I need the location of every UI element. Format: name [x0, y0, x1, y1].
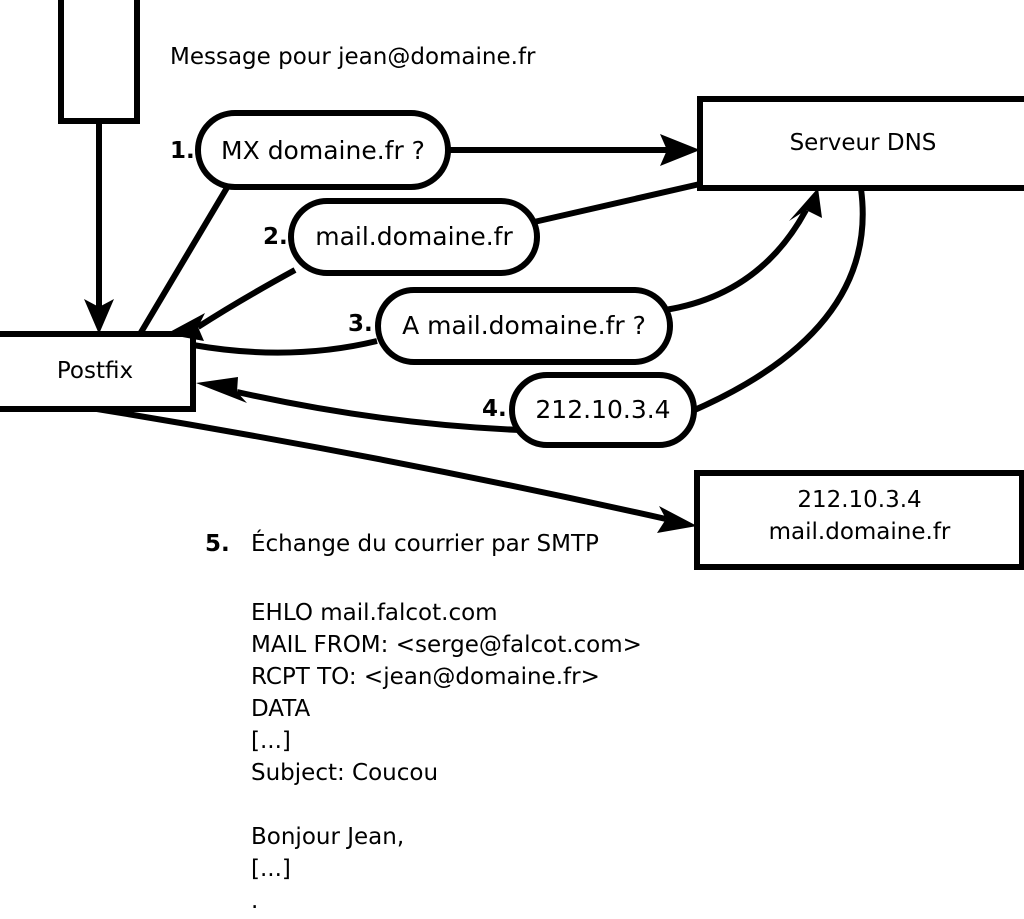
arrow-step4-to-postfix-line [236, 389, 521, 433]
node-postfix-box [0, 331, 196, 412]
step-2-label: mail.domaine.fr [315, 222, 513, 251]
node-dns-box [697, 96, 1024, 191]
smtp-line: Bonjour Jean, [251, 824, 405, 850]
node-mailserver-label-line1: 212.10.3.4 [797, 487, 922, 513]
step-3-label: A mail.domaine.fr ? [402, 311, 646, 340]
smtp-line: [...] [251, 856, 291, 882]
message-caption: Message pour jean@domaine.fr [170, 44, 536, 70]
arrow-step2-to-postfix-line [196, 267, 297, 330]
line-dns-to-step4-bubble [688, 188, 866, 415]
step-4-number: 4. [482, 396, 507, 422]
arrow-step1-to-dns-head [660, 134, 700, 166]
step-4-label: 212.10.3.4 [535, 395, 671, 424]
bubble-step-1 [195, 110, 451, 190]
step-1-number: 1. [170, 138, 195, 164]
smtp-line: DATA [251, 696, 311, 722]
arrow-step3-to-dns-head [789, 188, 822, 221]
smtp-transcript: EHLO mail.falcot.com MAIL FROM: <serge@f… [251, 600, 642, 919]
node-postfix-label: Postfix [56, 358, 134, 384]
arrow-step5-to-mailserver-head [657, 506, 697, 533]
smtp-line: MAIL FROM: <serge@falcot.com> [251, 632, 642, 658]
step-3-number: 3. [348, 311, 373, 337]
smtp-line: RCPT TO: <jean@domaine.fr> [251, 664, 600, 690]
smtp-line: Subject: Coucou [251, 760, 439, 786]
arrow-step4-to-postfix-head [196, 377, 247, 403]
bubble-step-4 [509, 372, 697, 448]
step-2-number: 2. [263, 224, 288, 250]
arrow-step1-bubble-to-postfix [137, 184, 231, 336]
smtp-line: EHLO mail.falcot.com [251, 600, 498, 626]
step-1-label: MX domaine.fr ? [221, 136, 425, 165]
line-postfix-to-step3-bubble [192, 338, 378, 356]
node-client-box [58, 0, 140, 124]
bubble-step-2 [288, 198, 540, 276]
bubble-step-3 [375, 287, 673, 365]
arrow-step5-to-mailserver-line [96, 406, 667, 522]
smtp-line: . [251, 888, 259, 914]
node-mailserver-label-line2: mail.domaine.fr [768, 519, 951, 545]
line-dns-to-step2-bubble [533, 181, 701, 225]
smtp-line: [...] [251, 728, 291, 754]
step-5-label: Échange du courrier par SMTP [251, 531, 599, 557]
node-dns-label: Serveur DNS [789, 130, 937, 156]
arrow-step2-to-postfix-head [166, 313, 205, 341]
arrow-step3-to-dns-line [664, 208, 809, 313]
node-mailserver-box [694, 470, 1024, 570]
step-5-number: 5. [205, 531, 230, 557]
smtp-line-blank [251, 792, 642, 824]
arrow-client-to-postfix-head [84, 299, 114, 334]
